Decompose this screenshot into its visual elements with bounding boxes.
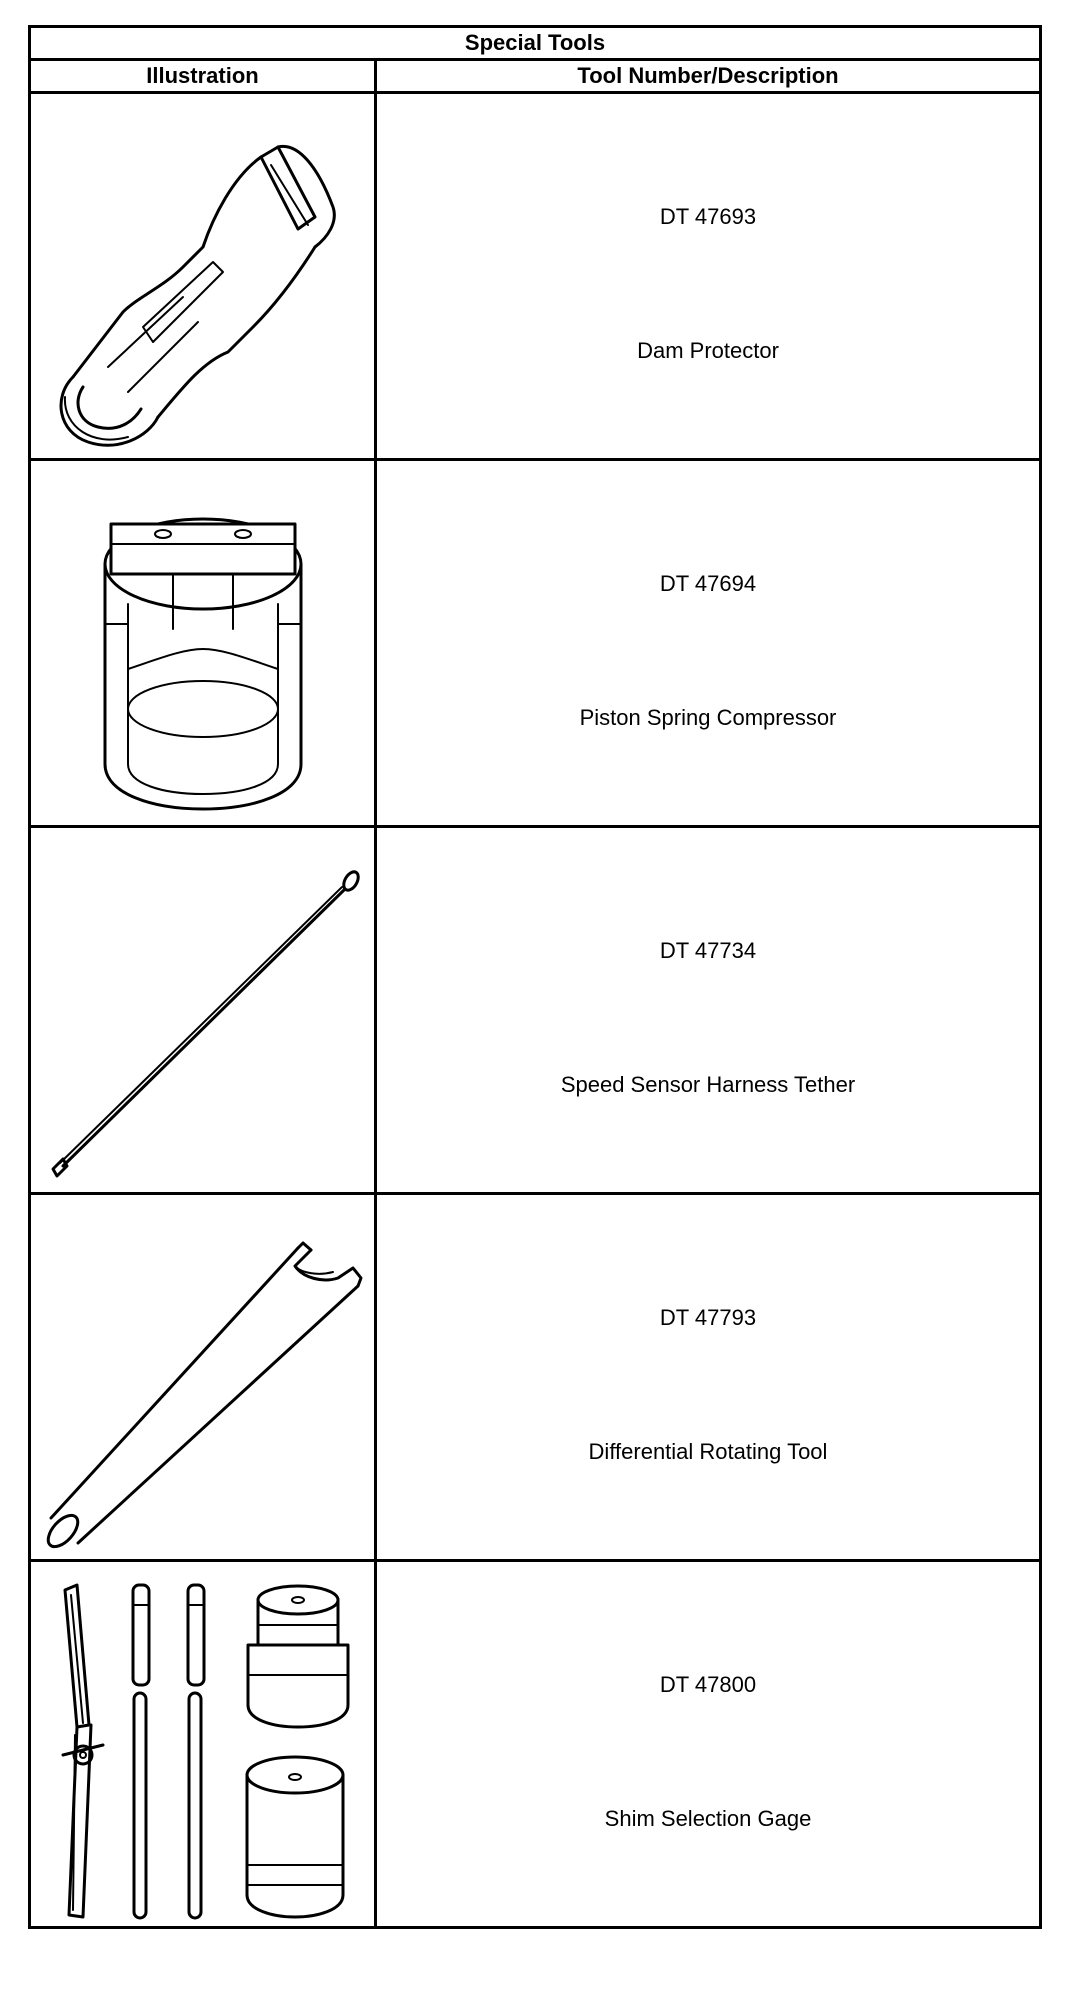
differential-rotating-tool-illustration bbox=[46, 1241, 362, 1549]
table-row: DT 47734 Speed Sensor Harness Tether bbox=[28, 825, 1042, 1195]
tool-number: DT 47693 bbox=[659, 204, 757, 229]
illustration-cell bbox=[28, 91, 377, 461]
table-row: DT 47694 Piston Spring Compressor bbox=[28, 458, 1042, 828]
special-tools-table: Special Tools Illustration Tool Number/D… bbox=[28, 25, 1042, 1929]
description-cell: DT 47793 Differential Rotating Tool bbox=[374, 1192, 1042, 1562]
table-row: DT 47693 Dam Protector bbox=[28, 91, 1042, 461]
dam-protector-illustration bbox=[59, 144, 336, 447]
description-cell: DT 47694 Piston Spring Compressor bbox=[374, 458, 1042, 828]
illustration-cell bbox=[28, 825, 377, 1195]
table-header-row: Illustration Tool Number/Description bbox=[28, 58, 1042, 94]
table-title: Special Tools bbox=[28, 25, 1042, 61]
tool-number: DT 47800 bbox=[659, 1672, 757, 1697]
shim-selection-gage-illustration bbox=[61, 1583, 349, 1920]
description-cell: DT 47693 Dam Protector bbox=[374, 91, 1042, 461]
illustration-cell bbox=[28, 458, 377, 828]
illustration-cell bbox=[28, 1192, 377, 1562]
tool-number: DT 47734 bbox=[659, 938, 757, 963]
tool-name: Speed Sensor Harness Tether bbox=[560, 1072, 856, 1097]
description-cell: DT 47734 Speed Sensor Harness Tether bbox=[374, 825, 1042, 1195]
table-row: DT 47793 Differential Rotating Tool bbox=[28, 1192, 1042, 1562]
tool-name: Shim Selection Gage bbox=[604, 1806, 812, 1831]
table-title-row: Special Tools bbox=[28, 25, 1042, 61]
description-cell: DT 47800 Shim Selection Gage bbox=[374, 1559, 1042, 1929]
illustration-cell bbox=[28, 1559, 377, 1929]
tool-number: DT 47694 bbox=[659, 571, 757, 596]
speed-sensor-harness-tether-illustration bbox=[51, 870, 360, 1178]
tool-name: Differential Rotating Tool bbox=[588, 1439, 828, 1464]
tool-number: DT 47793 bbox=[659, 1305, 757, 1330]
tool-name: Dam Protector bbox=[637, 338, 779, 363]
table-row: DT 47800 Shim Selection Gage bbox=[28, 1559, 1042, 1929]
column-header-illustration: Illustration bbox=[28, 58, 377, 94]
tool-name: Piston Spring Compressor bbox=[579, 705, 837, 730]
column-header-description: Tool Number/Description bbox=[374, 58, 1042, 94]
piston-spring-compressor-illustration bbox=[103, 517, 302, 811]
